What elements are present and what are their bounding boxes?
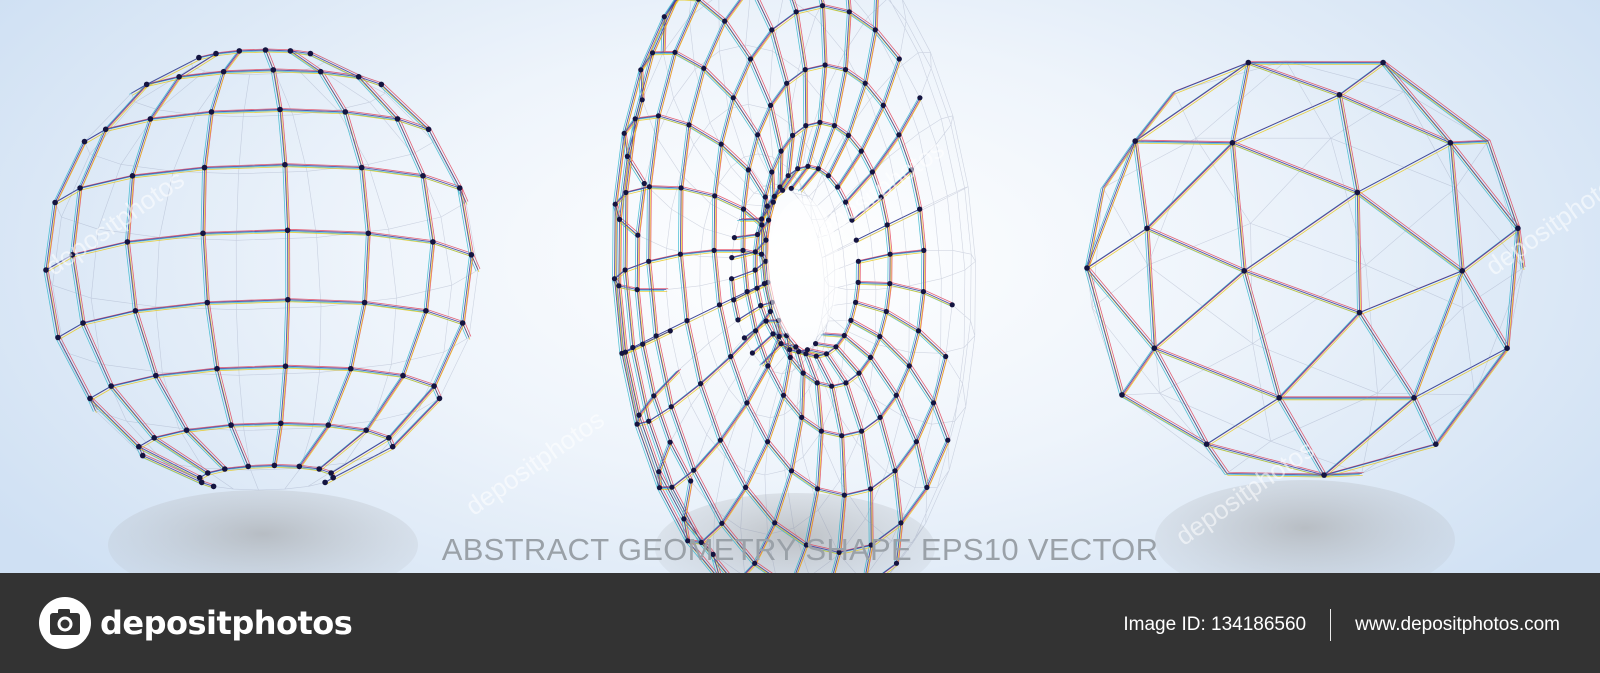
wireframe-illustration: depositphotosdepositphotosdepositphotosd… [40, 0, 1600, 573]
website-link[interactable]: www.depositphotos.com [1355, 614, 1560, 635]
divider [1330, 609, 1332, 641]
brand-name: depositphotos [100, 604, 353, 642]
image-id: Image ID: 134186560 [1123, 614, 1307, 635]
camera-icon [39, 597, 91, 649]
wireframe-torus [611, 0, 976, 573]
footer-bar: depositphotos Image ID: 134186560 www.de… [0, 573, 1600, 673]
svg-text:depositphotos: depositphotos [460, 404, 610, 521]
brand-logo: depositphotos [38, 595, 353, 651]
wireframe-sphere [43, 47, 481, 491]
svg-text:depositphotos: depositphotos [1480, 164, 1600, 281]
image-meta: Image ID: 134186560 www.depositphotos.co… [1123, 609, 1560, 641]
wireframe-icosahedron [1084, 59, 1526, 478]
caption-text: ABSTRACT GEOMETRY SHAPE EPS10 VECTOR [441, 532, 1159, 567]
floor-shadows [108, 480, 1455, 573]
